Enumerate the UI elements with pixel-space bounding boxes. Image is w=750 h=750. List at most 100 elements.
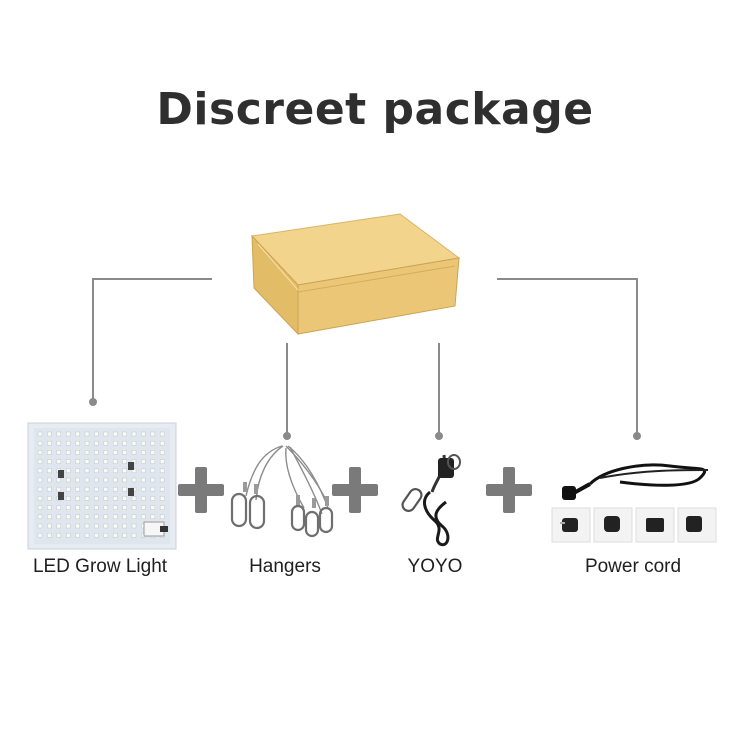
led-diode: [56, 486, 62, 492]
led-diode: [122, 486, 127, 492]
led-diode: [131, 450, 137, 455]
led-diode: [103, 440, 109, 446]
eu-plug-icon: [593, 507, 633, 543]
led-diode: [103, 468, 109, 474]
led-diode: [141, 459, 146, 464]
led-diode: [159, 459, 165, 464]
led-diode: [56, 523, 62, 529]
led-diode: [122, 477, 127, 483]
hangers-label: Hangers: [249, 556, 321, 577]
led-diode: [84, 514, 90, 520]
led-diode: [103, 459, 109, 464]
led-diode: [131, 440, 137, 446]
led-diode: [84, 440, 90, 446]
led-diode: [65, 468, 71, 474]
led-diode: [56, 514, 62, 520]
led-diode: [37, 459, 43, 464]
led-diode: [65, 440, 71, 446]
led-grow-light-label: LED Grow Light: [32, 556, 168, 577]
led-diode: [94, 532, 99, 538]
led-diode: [65, 523, 71, 529]
led-diode: [131, 496, 137, 501]
page-title: Discreet package: [156, 84, 594, 135]
led-diode: [112, 468, 118, 474]
plus-icon: [332, 467, 378, 513]
led-diode: [112, 440, 118, 446]
led-diode: [103, 523, 109, 529]
led-diode: [122, 514, 127, 520]
led-diode: [94, 431, 99, 437]
led-diode: [122, 440, 127, 446]
yoyo-image: [401, 454, 461, 547]
led-diode: [84, 523, 90, 529]
led-diode: [37, 468, 43, 474]
led-diode: [47, 532, 52, 538]
led-diode: [75, 505, 80, 510]
hangers-image: [230, 445, 334, 538]
led-diode: [75, 532, 80, 538]
led-diode: [112, 505, 118, 510]
led-diode: [56, 450, 62, 455]
led-diode: [159, 431, 165, 437]
plus-icons: [178, 467, 532, 513]
led-diode: [94, 523, 99, 529]
led-diode: [84, 486, 90, 492]
led-diode: [131, 514, 137, 520]
led-diode: [84, 459, 90, 464]
led-diode: [56, 459, 62, 464]
led-diode: [47, 450, 52, 455]
led-diode: [47, 468, 52, 474]
led-diode: [122, 532, 127, 538]
led-diode: [131, 523, 137, 529]
led-diode: [94, 468, 99, 474]
led-diode: [103, 450, 109, 455]
led-diode: [150, 477, 156, 483]
led-diode: [150, 468, 156, 474]
led-diode: [56, 477, 62, 483]
led-diode: [75, 523, 80, 529]
led-diode: [47, 505, 52, 510]
led-diode: [37, 486, 43, 492]
led-diode: [47, 459, 52, 464]
led-diode: [150, 496, 156, 501]
led-diode: [122, 450, 127, 455]
yoyo-label: YOYO: [407, 556, 463, 577]
led-diode: [37, 505, 43, 510]
led-diode: [150, 505, 156, 510]
led-diode: [112, 459, 118, 464]
led-diode: [122, 523, 127, 529]
led-diode: [141, 477, 146, 483]
led-diode: [141, 468, 146, 474]
led-diode: [94, 496, 99, 501]
led-diode: [103, 514, 109, 520]
led-diode: [141, 496, 146, 501]
led-diode: [65, 496, 71, 501]
led-diode: [84, 477, 90, 483]
led-diode: [37, 440, 43, 446]
led-diode: [112, 532, 118, 538]
led-diode: [47, 496, 52, 501]
led-diode: [47, 486, 52, 492]
led-diode: [94, 514, 99, 520]
led-diode: [122, 459, 127, 464]
led-diode: [112, 523, 118, 529]
led-diode: [150, 431, 156, 437]
led-diode: [141, 486, 146, 492]
led-diode: [56, 440, 62, 446]
led-diode: [37, 496, 43, 501]
led-diode: [94, 459, 99, 464]
led-diode: [37, 431, 43, 437]
led-diode: [131, 477, 137, 483]
led-diode: [47, 477, 52, 483]
led-diode: [37, 477, 43, 483]
led-diode: [75, 468, 80, 474]
us-plug-icon: [551, 507, 591, 543]
led-diode: [159, 505, 165, 510]
shipping-box-icon: [250, 213, 461, 336]
led-diode: [112, 514, 118, 520]
led-diode: [47, 523, 52, 529]
led-diode: [159, 477, 165, 483]
led-grow-light-image: [27, 422, 177, 550]
led-diode: [84, 450, 90, 455]
